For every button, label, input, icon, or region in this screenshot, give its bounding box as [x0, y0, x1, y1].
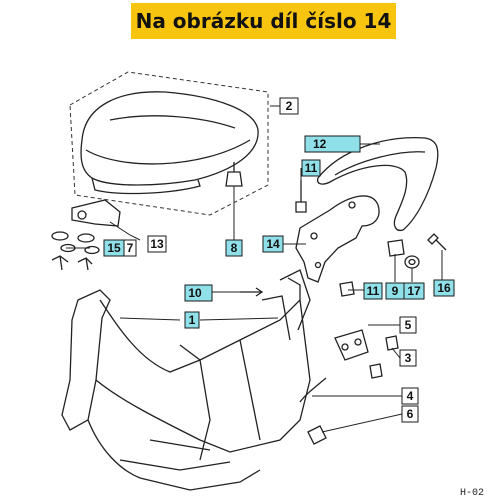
callout-label: 7 — [127, 241, 134, 255]
callout-4: 4 — [401, 387, 419, 405]
leader-lines — [66, 105, 443, 433]
callout-label: 12 — [313, 137, 327, 151]
callout-label: 11 — [305, 161, 318, 175]
callout-label: 15 — [107, 241, 121, 255]
callout-box — [304, 135, 361, 153]
callout-10: 10 — [184, 284, 213, 302]
small-parts — [51, 162, 447, 445]
frame-drawing — [61, 269, 311, 491]
bracket-drawing — [295, 195, 380, 283]
grab-rail-drawing — [316, 136, 439, 232]
callout-box — [399, 316, 417, 334]
callout-label: 11 — [367, 284, 380, 298]
callout-label: 8 — [231, 241, 238, 255]
callout-box — [301, 159, 321, 177]
callout-label: 9 — [392, 284, 399, 298]
callout-label: 5 — [405, 318, 412, 332]
callout-1: 1 — [184, 311, 200, 329]
callout-box — [279, 97, 299, 115]
callout-label: 4 — [407, 389, 414, 403]
callout-label: 10 — [188, 286, 202, 300]
callout-box — [184, 284, 213, 302]
callout-11-top: 11 — [301, 159, 321, 177]
callout-17: 17 — [403, 282, 425, 300]
callout-16: 16 — [433, 279, 455, 297]
callout-label: 14 — [266, 237, 280, 251]
callout-label: 17 — [407, 284, 421, 298]
callout-box — [401, 387, 419, 405]
title-text: Na obrázku díl číslo 14 — [135, 9, 392, 33]
callout-box — [147, 235, 167, 253]
callout-label: 16 — [437, 281, 451, 295]
callout-9: 9 — [385, 282, 405, 300]
callout-box — [225, 239, 243, 257]
callout-box — [401, 405, 419, 423]
callout-label: 3 — [405, 351, 412, 365]
seat-drawing — [69, 71, 269, 216]
callout-box — [399, 349, 417, 367]
callout-7: 7 — [123, 239, 137, 257]
callout-box — [363, 282, 383, 300]
callout-11-bottom: 11 — [363, 282, 383, 300]
callout-6: 6 — [401, 405, 419, 423]
callout-box — [403, 282, 425, 300]
callout-label: 13 — [150, 237, 164, 251]
callout-2: 2 — [279, 97, 299, 115]
callout-8: 8 — [225, 239, 243, 257]
title-banner: Na obrázku díl číslo 14 — [131, 3, 396, 39]
callout-label: 1 — [189, 313, 196, 327]
callout-15: 15 — [103, 239, 125, 257]
callout-label: 2 — [286, 99, 293, 113]
callout-13: 13 — [147, 235, 167, 253]
callout-3: 3 — [399, 349, 417, 367]
callout-14: 14 — [262, 235, 284, 253]
callout-box — [433, 279, 455, 297]
page-code: H-02 — [460, 488, 485, 499]
callout-box — [123, 239, 137, 257]
callout-12: 12 — [304, 135, 361, 153]
callout-5: 5 — [399, 316, 417, 334]
callout-box — [184, 311, 200, 329]
callout-box — [262, 235, 284, 253]
callout-label: 6 — [407, 407, 414, 421]
